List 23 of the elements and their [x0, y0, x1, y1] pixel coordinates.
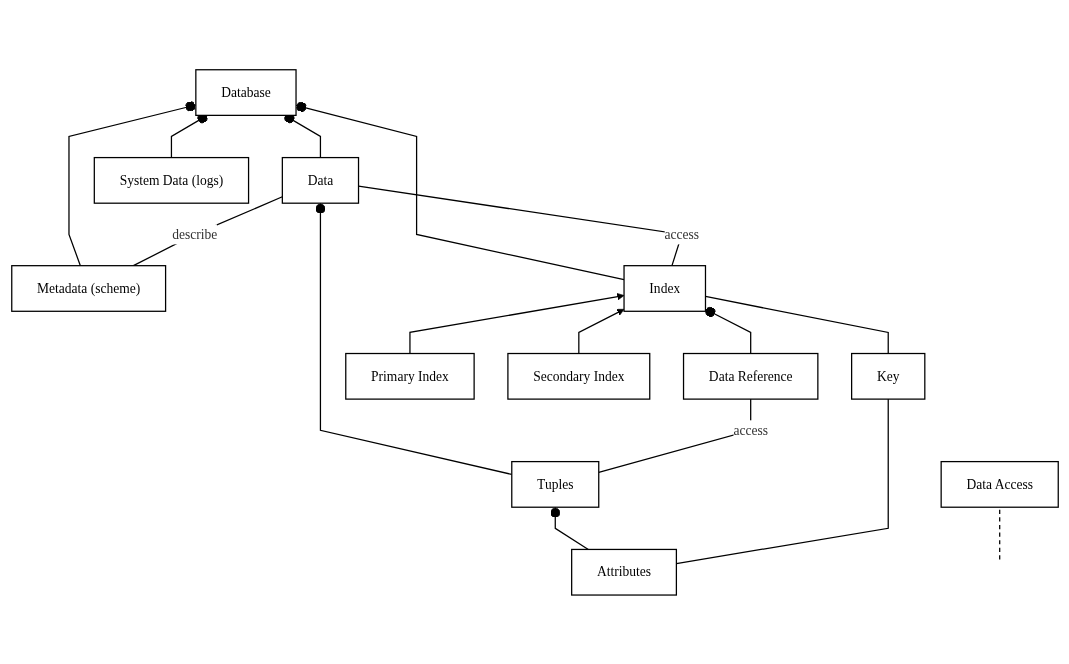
- node-box: Primary Index: [344, 352, 475, 400]
- node-box: Data: [281, 156, 359, 204]
- connector: [675, 398, 889, 564]
- node-box: Key: [850, 352, 925, 400]
- arrow: [577, 308, 624, 354]
- node-box: Index: [622, 264, 706, 312]
- connector: [549, 506, 589, 550]
- edge-label: access: [732, 422, 768, 437]
- edge-label: describe: [171, 226, 217, 241]
- node-box: Data Access: [940, 460, 1059, 508]
- node-box: Tuples: [510, 460, 599, 508]
- connector: [704, 306, 751, 354]
- node-box: Secondary Index: [506, 352, 650, 400]
- node-box: Metadata (scheme): [10, 264, 166, 312]
- node-box: System Data (logs): [93, 156, 249, 204]
- node-box: Data Reference: [682, 352, 818, 400]
- connector: [314, 202, 512, 475]
- arrow: [408, 292, 624, 354]
- edge-label: access: [664, 226, 699, 241]
- node-box: Database: [194, 68, 297, 116]
- connector: [67, 100, 196, 266]
- connector: [704, 295, 889, 354]
- node-box: Attributes: [570, 548, 677, 596]
